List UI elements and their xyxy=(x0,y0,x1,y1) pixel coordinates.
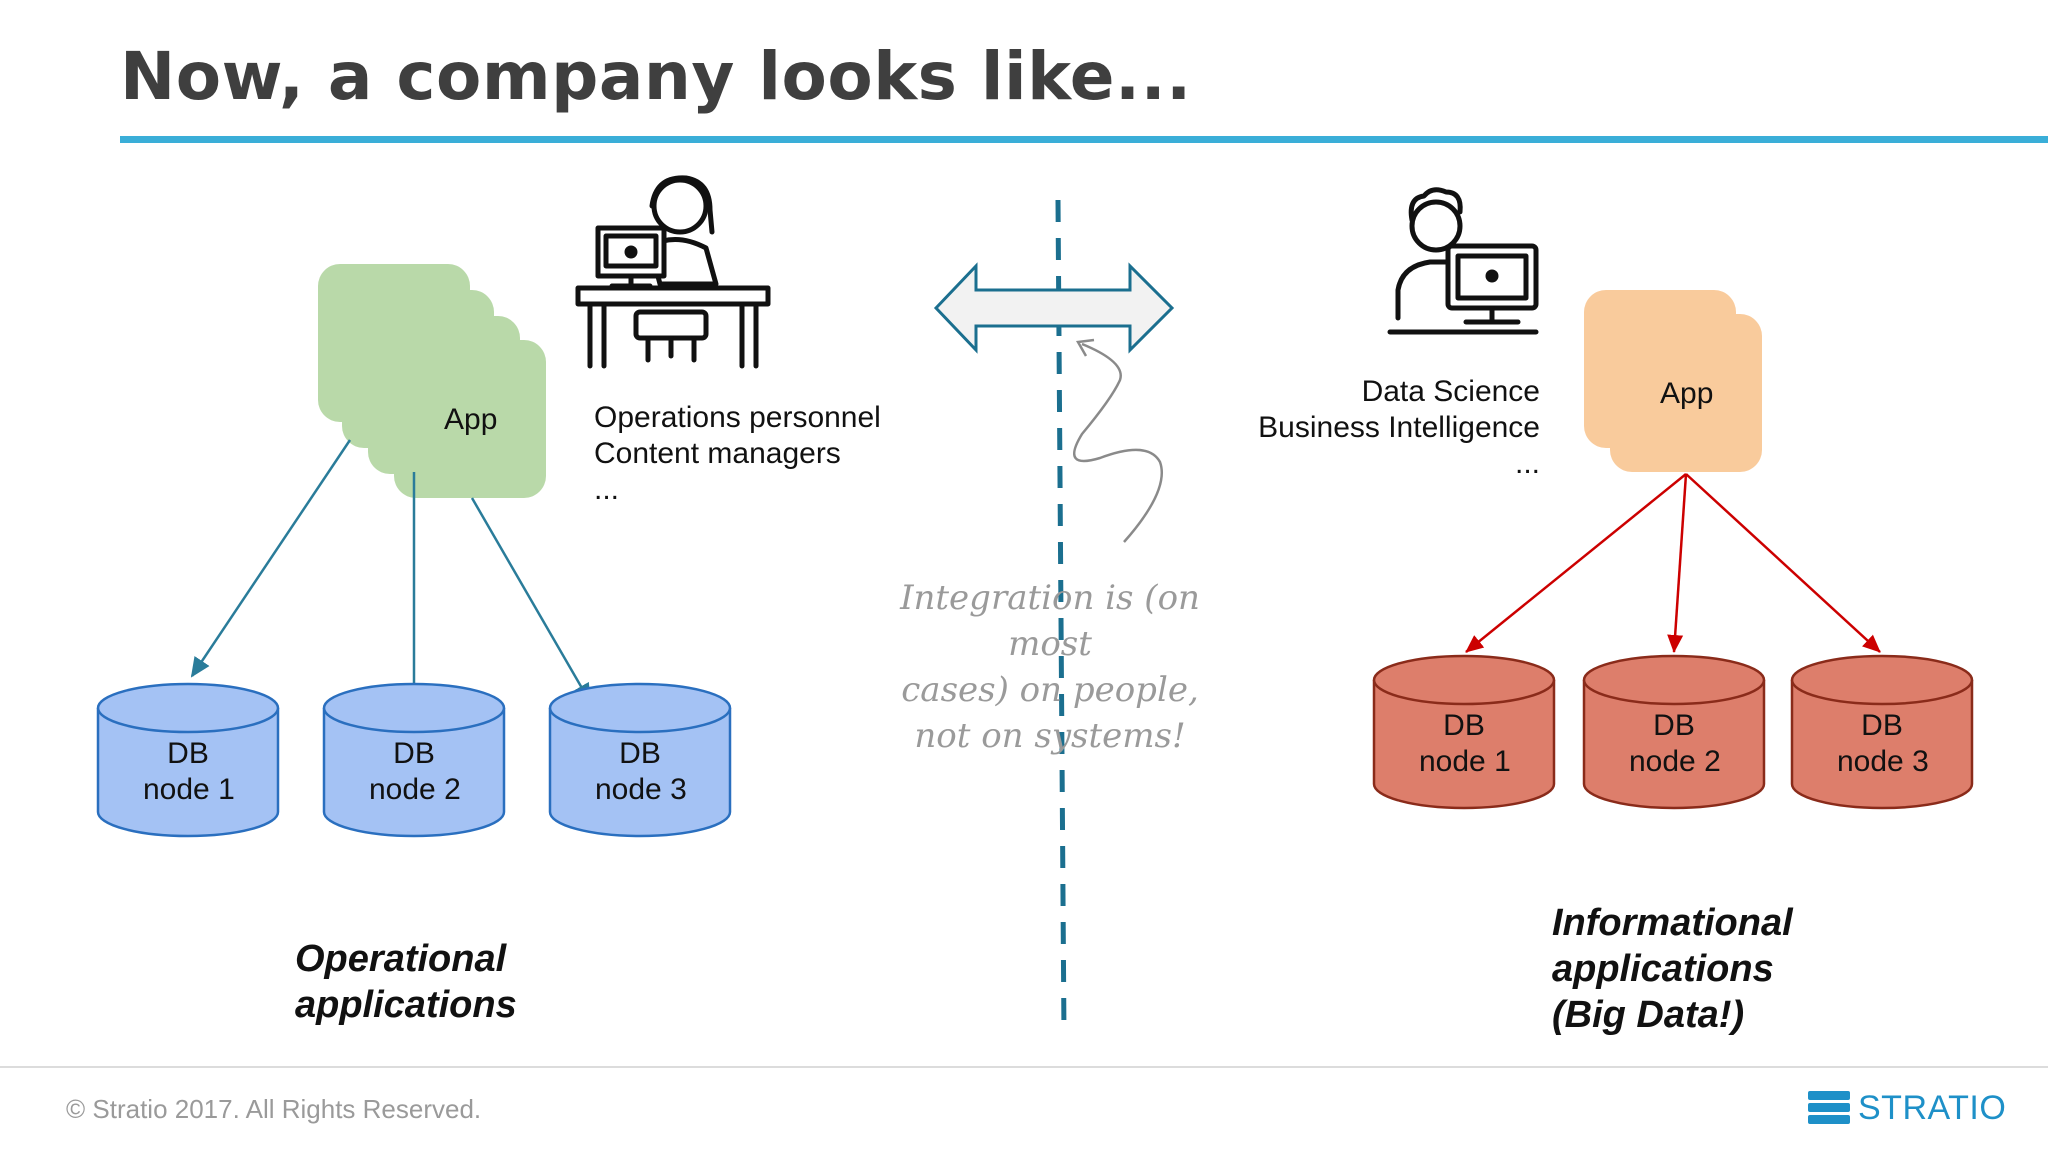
informational-db-node-2-label: DB node 2 xyxy=(1629,708,1721,780)
operational-db-node-3-label: DB node 3 xyxy=(595,736,687,808)
operational-arrow-1 xyxy=(190,439,352,678)
section-line: applications xyxy=(1552,948,1774,990)
informational-app-label: App xyxy=(1660,377,1714,410)
pointer-squiggle-icon xyxy=(1072,342,1164,543)
db-label-line-1: DB xyxy=(1443,709,1485,742)
operational-db-node-2 xyxy=(322,682,506,838)
db-label-line-2: node 3 xyxy=(595,773,687,806)
operational-db-node-2-label: DB node 2 xyxy=(369,736,461,808)
db-label-line-2: node 2 xyxy=(369,773,461,806)
db-label-line-2: node 1 xyxy=(1419,745,1511,778)
people-line: Content managers xyxy=(594,437,841,470)
informational-db-node-3-label: DB node 3 xyxy=(1837,708,1929,780)
informational-arrow-2 xyxy=(1667,473,1688,653)
section-line: Informational xyxy=(1552,902,1793,944)
informational-arrow-1 xyxy=(1465,473,1687,653)
footer-divider xyxy=(0,1066,2048,1068)
people-line: ... xyxy=(594,473,620,506)
people-line: Business Intelligence xyxy=(1258,411,1540,444)
section-line: applications xyxy=(295,984,517,1026)
divider-line xyxy=(1055,199,1067,1037)
operational-db-node-1-label: DB node 1 xyxy=(143,736,235,808)
slide-title: Now, a company looks like... xyxy=(120,38,1192,115)
section-line: (Big Data!) xyxy=(1552,994,1745,1036)
note-line: Integration is (on most xyxy=(900,578,1200,664)
informational-section-label: Informational applications (Big Data!) xyxy=(1552,900,1793,1038)
informational-db-node-1 xyxy=(1372,654,1556,810)
informational-db-node-1-label: DB node 1 xyxy=(1419,708,1511,780)
operational-db-node-3 xyxy=(548,682,732,838)
db-label-line-2: node 3 xyxy=(1837,745,1929,778)
person-at-desk-icon xyxy=(575,175,771,369)
db-label-line-1: DB xyxy=(393,737,435,770)
people-line: Operations personnel xyxy=(594,401,881,434)
db-label-line-2: node 2 xyxy=(1629,745,1721,778)
double-arrow-icon xyxy=(933,262,1175,354)
integration-note: Integration is (on most cases) on people… xyxy=(860,575,1240,759)
operational-section-label: Operational applications xyxy=(295,936,517,1028)
footer-copyright: © Stratio 2017. All Rights Reserved. xyxy=(66,1094,482,1124)
pointer-arrowhead-icon xyxy=(1075,338,1095,357)
db-label-line-1: DB xyxy=(167,737,209,770)
db-label-line-1: DB xyxy=(1653,709,1695,742)
operational-db-node-1 xyxy=(96,682,280,838)
db-label-line-1: DB xyxy=(1861,709,1903,742)
operational-app-stack xyxy=(318,264,546,498)
section-line: Operational xyxy=(295,938,507,980)
informational-arrow-3 xyxy=(1685,473,1881,653)
informational-app-stack xyxy=(1584,290,1762,472)
operational-arrow-3 xyxy=(470,497,592,704)
informational-db-node-3 xyxy=(1790,654,1974,810)
note-line: not on systems! xyxy=(914,716,1186,756)
stratio-wordmark: STRATIO xyxy=(1858,1088,2007,1127)
operational-app-label: App xyxy=(444,403,498,436)
title-underline xyxy=(120,136,2048,143)
db-label-line-1: DB xyxy=(619,737,661,770)
informational-db-node-2 xyxy=(1582,654,1766,810)
operational-people-label: Operations personnel Content managers ..… xyxy=(594,400,881,508)
informational-people-label: Data Science Business Intelligence ... xyxy=(1240,374,1540,482)
db-label-line-2: node 1 xyxy=(143,773,235,806)
note-line: cases) on people, xyxy=(901,670,1199,710)
person-at-computer-icon xyxy=(1387,187,1539,335)
stratio-logo: STRATIO xyxy=(1808,1086,2006,1130)
people-line: Data Science xyxy=(1361,375,1540,408)
people-line: ... xyxy=(1514,447,1540,480)
stratio-logo-icon xyxy=(1808,1091,1850,1124)
